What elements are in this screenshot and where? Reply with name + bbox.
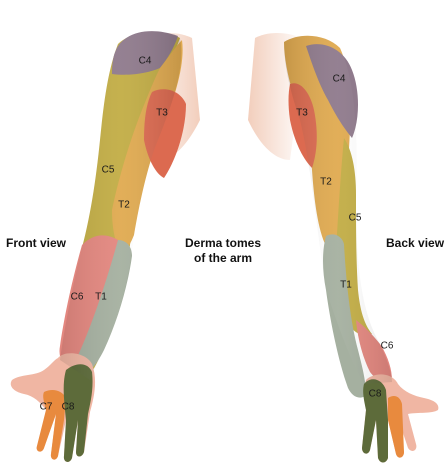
back-region-c7 xyxy=(388,396,404,458)
front-region-c8 xyxy=(63,364,93,462)
title-line-2: of the arm xyxy=(193,251,252,265)
front-label-t1: T1 xyxy=(95,291,107,303)
title-line-1: Derma tomes xyxy=(184,236,262,250)
front-label-c5: C5 xyxy=(101,164,115,176)
back-label-c5: C5 xyxy=(348,212,362,224)
front-label-t3: T3 xyxy=(156,107,168,119)
back-label-t1: T1 xyxy=(340,279,352,291)
front-label-c8: C8 xyxy=(61,401,75,413)
front-label-c6: C6 xyxy=(70,291,84,303)
back-label-t2: T2 xyxy=(320,176,332,188)
front-region-c7 xyxy=(36,390,66,460)
back-label-c4: C4 xyxy=(332,73,346,85)
back-label-c8: C8 xyxy=(368,388,382,400)
front-label-c7: C7 xyxy=(39,401,53,413)
back-label-t3: T3 xyxy=(296,107,308,119)
back-label-c6: C6 xyxy=(380,340,394,352)
diagram-title: Derma tomes of the arm xyxy=(185,236,261,266)
front-label-c4: C4 xyxy=(138,55,152,67)
back-region-c8 xyxy=(362,379,388,463)
back-view-label: Back view xyxy=(386,236,445,250)
front-label-t2: T2 xyxy=(118,199,130,211)
front-view-label: Front view xyxy=(6,236,67,250)
